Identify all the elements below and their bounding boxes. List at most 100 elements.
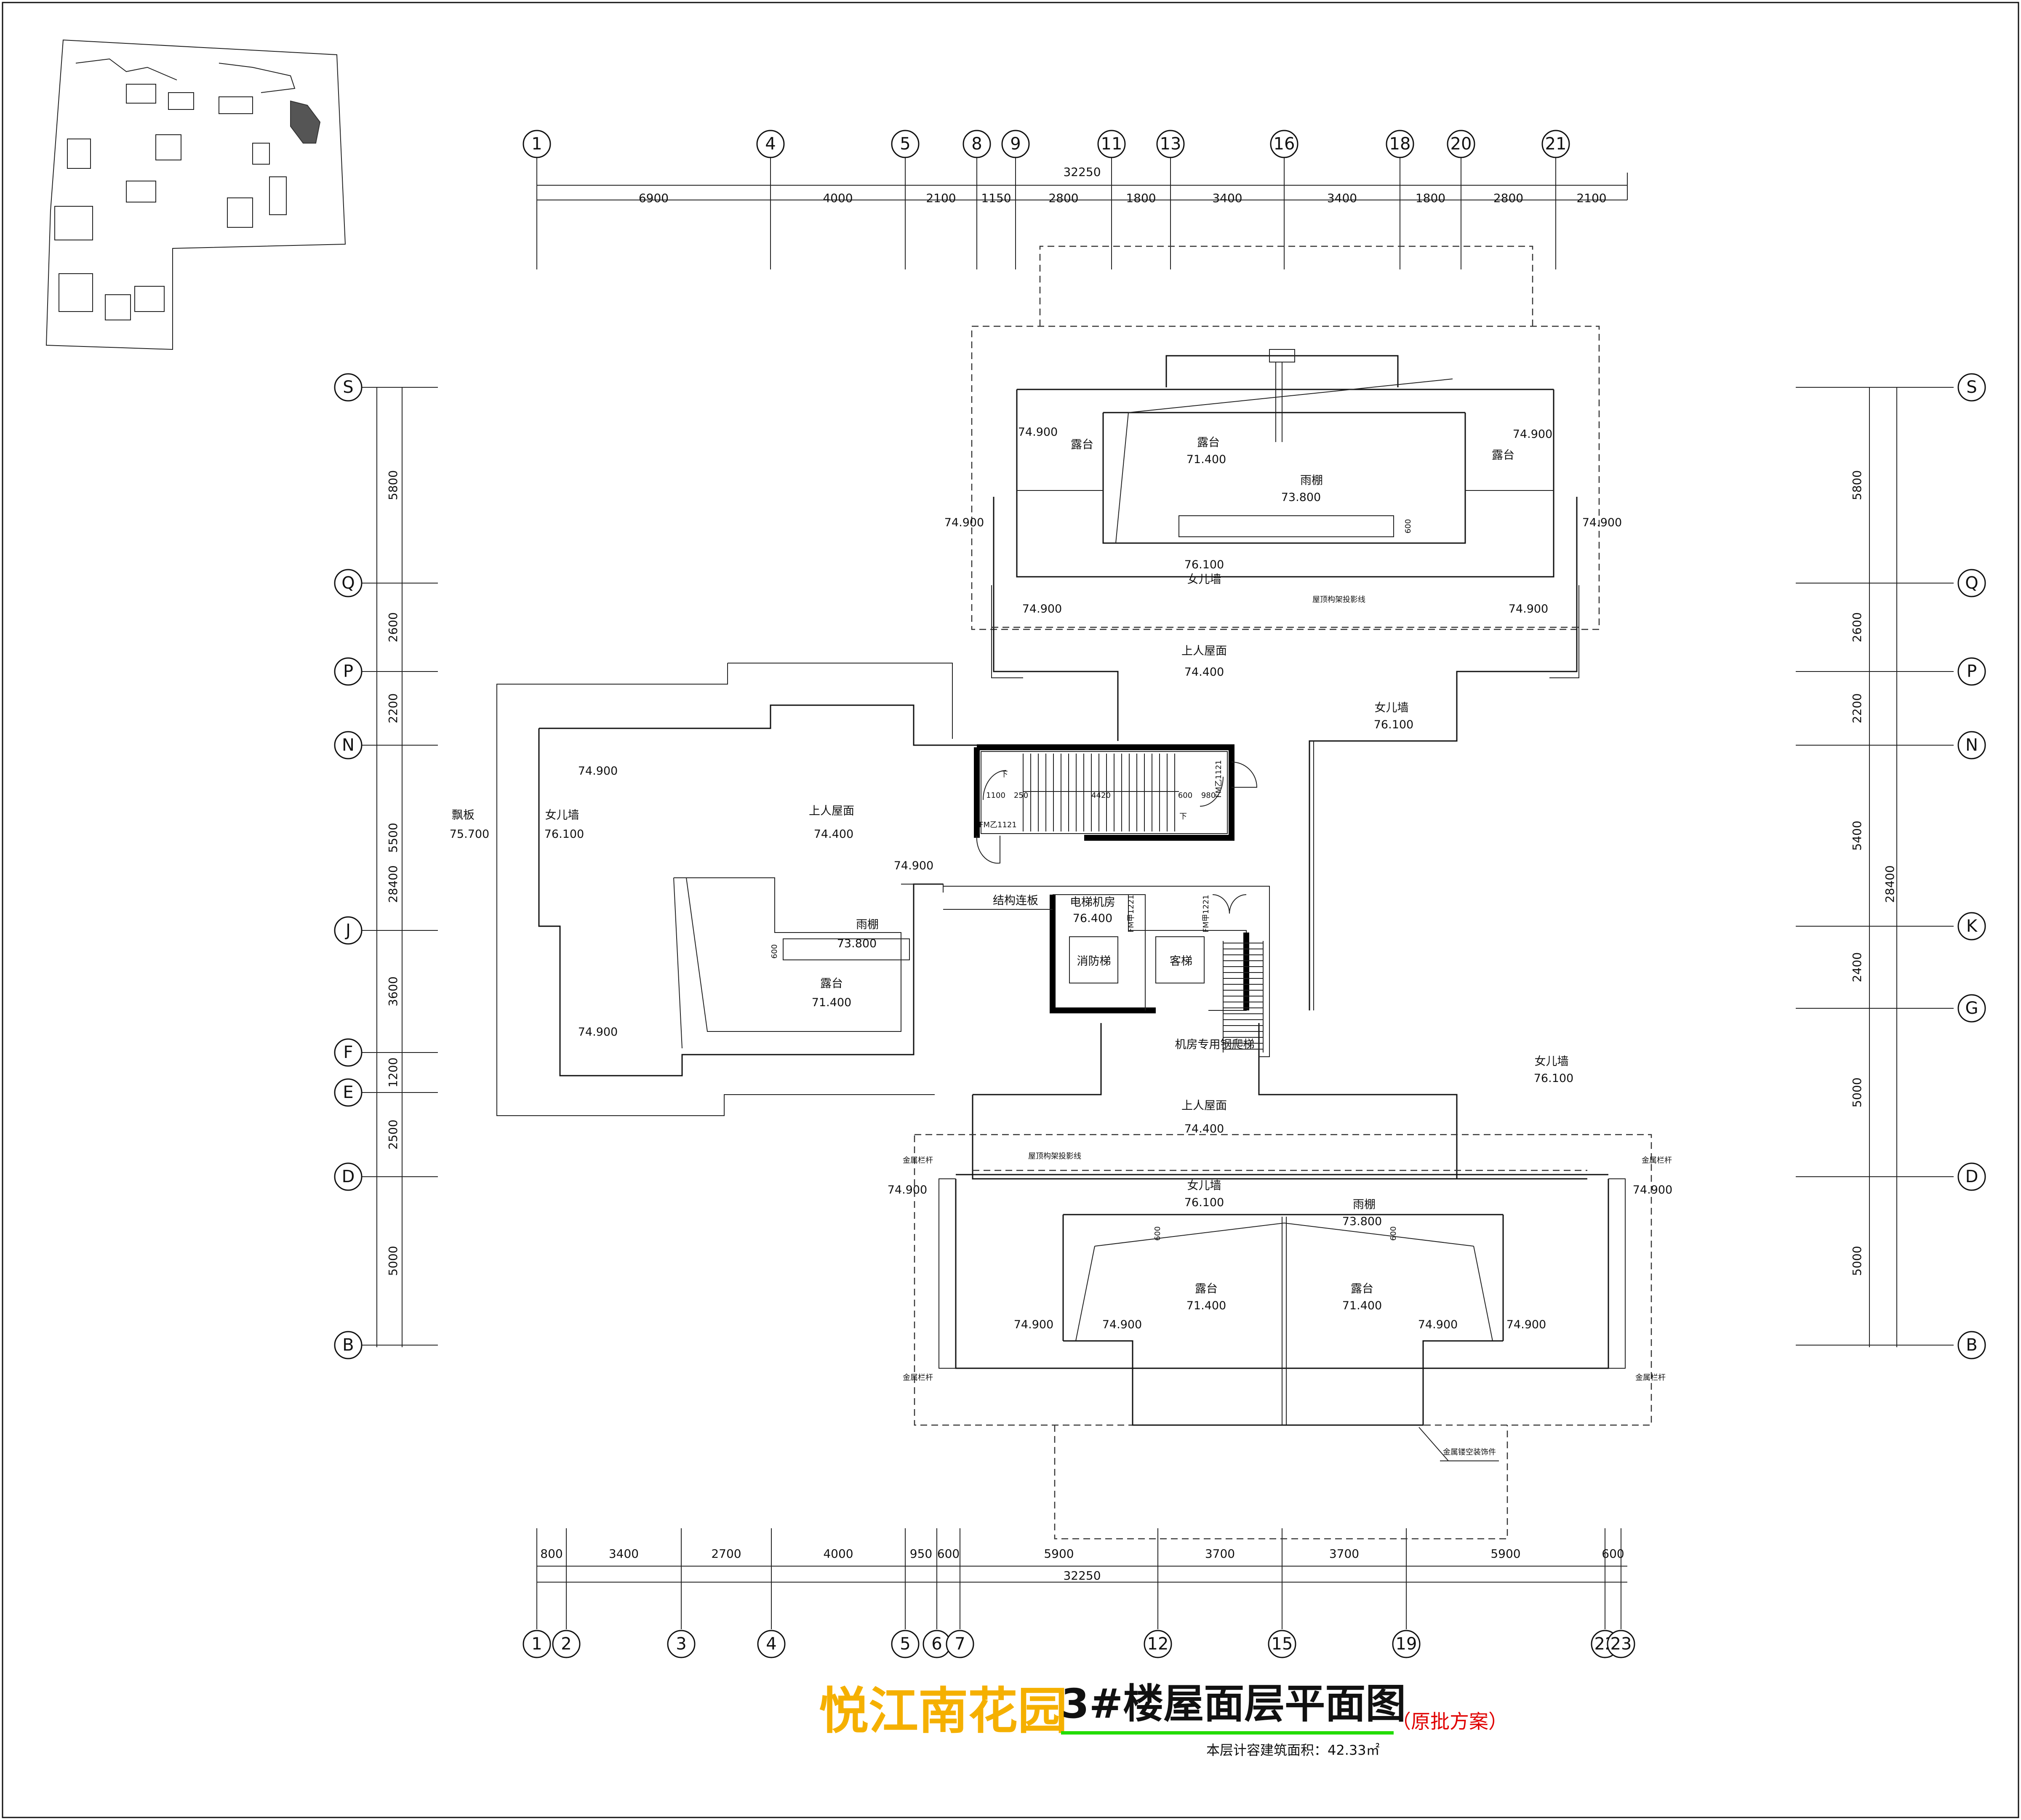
- label-metal-rail-sw: 金属栏杆: [903, 1373, 933, 1382]
- right-dim: 5000: [1850, 1077, 1864, 1107]
- axis-label-top: 9: [1010, 134, 1021, 154]
- label-passenger-elevator: 客梯: [1170, 955, 1192, 968]
- elev-n-br: 74.900: [1509, 602, 1548, 616]
- elev-w-link: 74.900: [894, 859, 933, 872]
- axis-label-left: B: [342, 1335, 354, 1355]
- elev-terrace-s-left: 71.400: [1186, 1299, 1226, 1312]
- axis-bubble-left: B: [334, 1331, 363, 1359]
- axis-label-bottom: 12: [1147, 1634, 1169, 1654]
- elev-parapet-s: 76.100: [1184, 1196, 1224, 1209]
- axis-bubble-bottom: 3: [667, 1630, 696, 1658]
- axis-bubble-right: B: [1957, 1331, 1986, 1359]
- elev-s-br2: 74.900: [1506, 1318, 1546, 1331]
- axis-label-top: 16: [1274, 134, 1295, 154]
- elev-s-br1: 74.900: [1418, 1318, 1458, 1331]
- label-eave: 飘板: [452, 809, 475, 822]
- top-total-dim: 32250: [1063, 165, 1101, 179]
- label-terrace-w: 露台: [820, 977, 843, 990]
- axis-label-top: 21: [1545, 134, 1567, 154]
- label-metal-rail-se: 金属栏杆: [1635, 1373, 1666, 1382]
- top-dim: 2800: [1493, 191, 1523, 205]
- label-canopy-s: 雨棚: [1353, 1198, 1376, 1211]
- left-dim: 5000: [386, 1246, 400, 1276]
- label-canopy-w: 雨棚: [856, 918, 879, 931]
- elev-terrace-w: 71.400: [812, 996, 851, 1009]
- left-dim: 3600: [386, 976, 400, 1006]
- left-total-dim: 28400: [386, 865, 400, 903]
- top-dim: 2100: [1576, 191, 1606, 205]
- label-struct-link: 结构连板: [993, 894, 1038, 907]
- top-dim: 4000: [823, 191, 853, 205]
- axis-label-bottom: 23: [1610, 1634, 1632, 1654]
- bottom-dim: 600: [937, 1547, 960, 1561]
- axis-label-top: 5: [900, 134, 910, 154]
- bottom-dim: 5900: [1490, 1547, 1520, 1561]
- axis-bubble-bottom: 2: [552, 1630, 581, 1658]
- elev-canopy-w: 73.800: [837, 937, 877, 950]
- axis-label-top: 13: [1160, 134, 1181, 154]
- elev-parapet-se: 76.100: [1534, 1072, 1573, 1085]
- axis-bubble-top: 13: [1156, 130, 1185, 158]
- label-terrace-s-left: 露台: [1195, 1282, 1218, 1295]
- label-terrace-n-right: 露台: [1492, 449, 1514, 462]
- axis-label-top: 18: [1389, 134, 1411, 154]
- axis-label-left: Q: [341, 573, 355, 593]
- left-dim: 5500: [386, 823, 400, 853]
- left-dim: 1200: [386, 1058, 400, 1087]
- axis-label-left: S: [343, 378, 353, 397]
- axis-label-right: Q: [1965, 573, 1978, 593]
- label-metal-deco: 金属镂空装饰件: [1443, 1448, 1496, 1457]
- bottom-dim: 3400: [609, 1547, 639, 1561]
- axis-label-top: 11: [1101, 134, 1122, 154]
- axis-label-left: E: [343, 1083, 353, 1102]
- left-dim: 2500: [386, 1119, 400, 1149]
- axis-label-top: 20: [1450, 134, 1472, 154]
- axis-label-bottom: 6: [931, 1634, 942, 1654]
- title-note: （原批方案）: [1392, 1710, 1508, 1733]
- dim-4420: 4420: [1091, 791, 1111, 800]
- label-fire-elevator: 消防梯: [1077, 955, 1111, 968]
- axis-bubble-bottom: 15: [1268, 1630, 1296, 1658]
- axis-bubble-top: 5: [891, 130, 920, 158]
- elev-parapet-ne: 76.100: [1374, 718, 1413, 731]
- label-metal-rail-ne: 金属栏杆: [1642, 1156, 1672, 1165]
- bottom-dim: 800: [540, 1547, 563, 1561]
- title-project: 悦江南花园: [819, 1682, 1067, 1740]
- elev-s-right: 74.900: [1633, 1183, 1672, 1196]
- axis-label-top: 1: [531, 134, 542, 154]
- axis-bubble-left: P: [334, 657, 363, 686]
- site-highlight: [290, 100, 321, 144]
- title-drawing: 3#楼屋面层平面图: [1061, 1680, 1406, 1727]
- axis-label-right: D: [1965, 1167, 1978, 1186]
- label-parapet-n: 女儿墙: [1187, 573, 1221, 586]
- right-dim: 5800: [1850, 470, 1864, 500]
- label-ladder: 机房专用钢爬梯: [1175, 1038, 1255, 1051]
- top-dim: 3400: [1212, 191, 1242, 205]
- bottom-dim: 3700: [1329, 1547, 1359, 1561]
- bottom-dim: 5900: [1044, 1547, 1074, 1561]
- axis-bubble-top: 16: [1270, 130, 1298, 158]
- bottom-dim: 600: [1602, 1547, 1624, 1561]
- elev-parapet-w: 76.100: [544, 828, 584, 841]
- axis-label-top: 4: [765, 134, 776, 154]
- elev-s-bl1: 74.900: [1014, 1318, 1053, 1331]
- axis-bubble-right: S: [1957, 373, 1986, 402]
- axis-bubble-bottom: 12: [1144, 1630, 1172, 1658]
- left-dim: 5800: [386, 470, 400, 500]
- elev-s-bl2: 74.900: [1102, 1318, 1142, 1331]
- axis-bubble-top: 21: [1541, 130, 1570, 158]
- label-frame-line-n: 屋顶构架投影线: [1312, 595, 1365, 604]
- axis-bubble-left: D: [334, 1162, 363, 1191]
- label-parapet-se: 女儿墙: [1535, 1055, 1569, 1068]
- axis-bubble-top: 20: [1447, 130, 1475, 158]
- label-roof-walk-s: 上人屋面: [1181, 1099, 1227, 1112]
- dim-250: 250: [1014, 791, 1028, 800]
- door-fm-d: FM乙1121: [1214, 760, 1223, 798]
- axis-label-left: N: [342, 735, 355, 755]
- axis-bubble-left: F: [334, 1038, 363, 1067]
- title-underline: [1061, 1731, 1394, 1735]
- west-wing: [496, 663, 977, 1116]
